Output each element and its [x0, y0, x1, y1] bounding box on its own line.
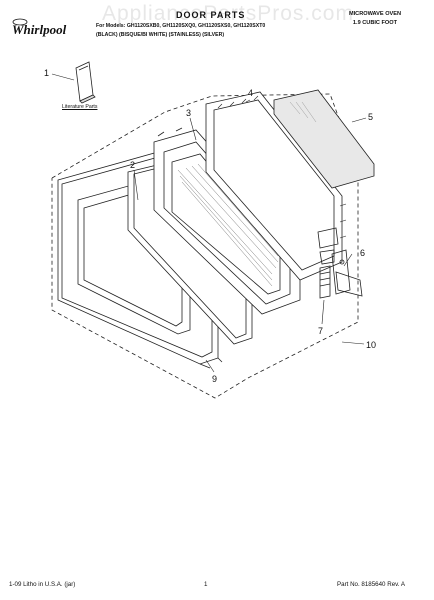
product-line-1: MICROWAVE OVEN [348, 11, 402, 17]
assembly-boundary [51, 93, 359, 399]
literature-booklet [75, 61, 96, 104]
door-latch [331, 249, 363, 297]
callout-2: 2 [130, 160, 135, 170]
leader-lines [51, 73, 367, 373]
callout-6: 6 [360, 248, 365, 258]
page-title: DOOR PARTS [176, 10, 246, 20]
product-description: MICROWAVE OVEN 1.9 CUBIC FOOT [340, 10, 410, 28]
callout-9: 9 [212, 374, 217, 384]
model-list: For Models: GH1120SXB0, GH1120SXQ0, GH11… [96, 22, 265, 40]
product-line-2: 1.9 CUBIC FOOT [352, 20, 398, 26]
callout-3: 3 [186, 108, 191, 118]
logo-swoosh-icon [12, 18, 28, 26]
brand-name: Whirlpool [12, 22, 67, 37]
callout-1: 1 [44, 68, 49, 78]
callout-10: 10 [366, 340, 376, 350]
latch-spring [319, 265, 331, 299]
window-glass [273, 89, 375, 189]
door-choke [153, 127, 301, 315]
callout-5: 5 [368, 112, 373, 122]
callout-4: 4 [248, 88, 253, 98]
footer-part-number: Part No. 8185640 Rev. A [337, 581, 405, 588]
watermark: AppliancePartsPros.com [102, 2, 354, 25]
footer-litho: 1-09 Litho in U.S.A. (jar) [9, 581, 76, 588]
footer-page-number: 1 [204, 581, 208, 588]
model-list-line-2: (BLACK) (BISQUE/BI WHITE) (STAINLESS) (S… [96, 32, 225, 38]
callout-7: 7 [318, 326, 323, 336]
model-list-line-1: For Models: GH1120SXB0, GH1120SXQ0, GH11… [96, 23, 266, 29]
literature-parts-label: Literature Parts [62, 104, 98, 110]
door-back-frame [205, 91, 347, 281]
whirlpool-logo: Whirlpool [12, 16, 82, 43]
